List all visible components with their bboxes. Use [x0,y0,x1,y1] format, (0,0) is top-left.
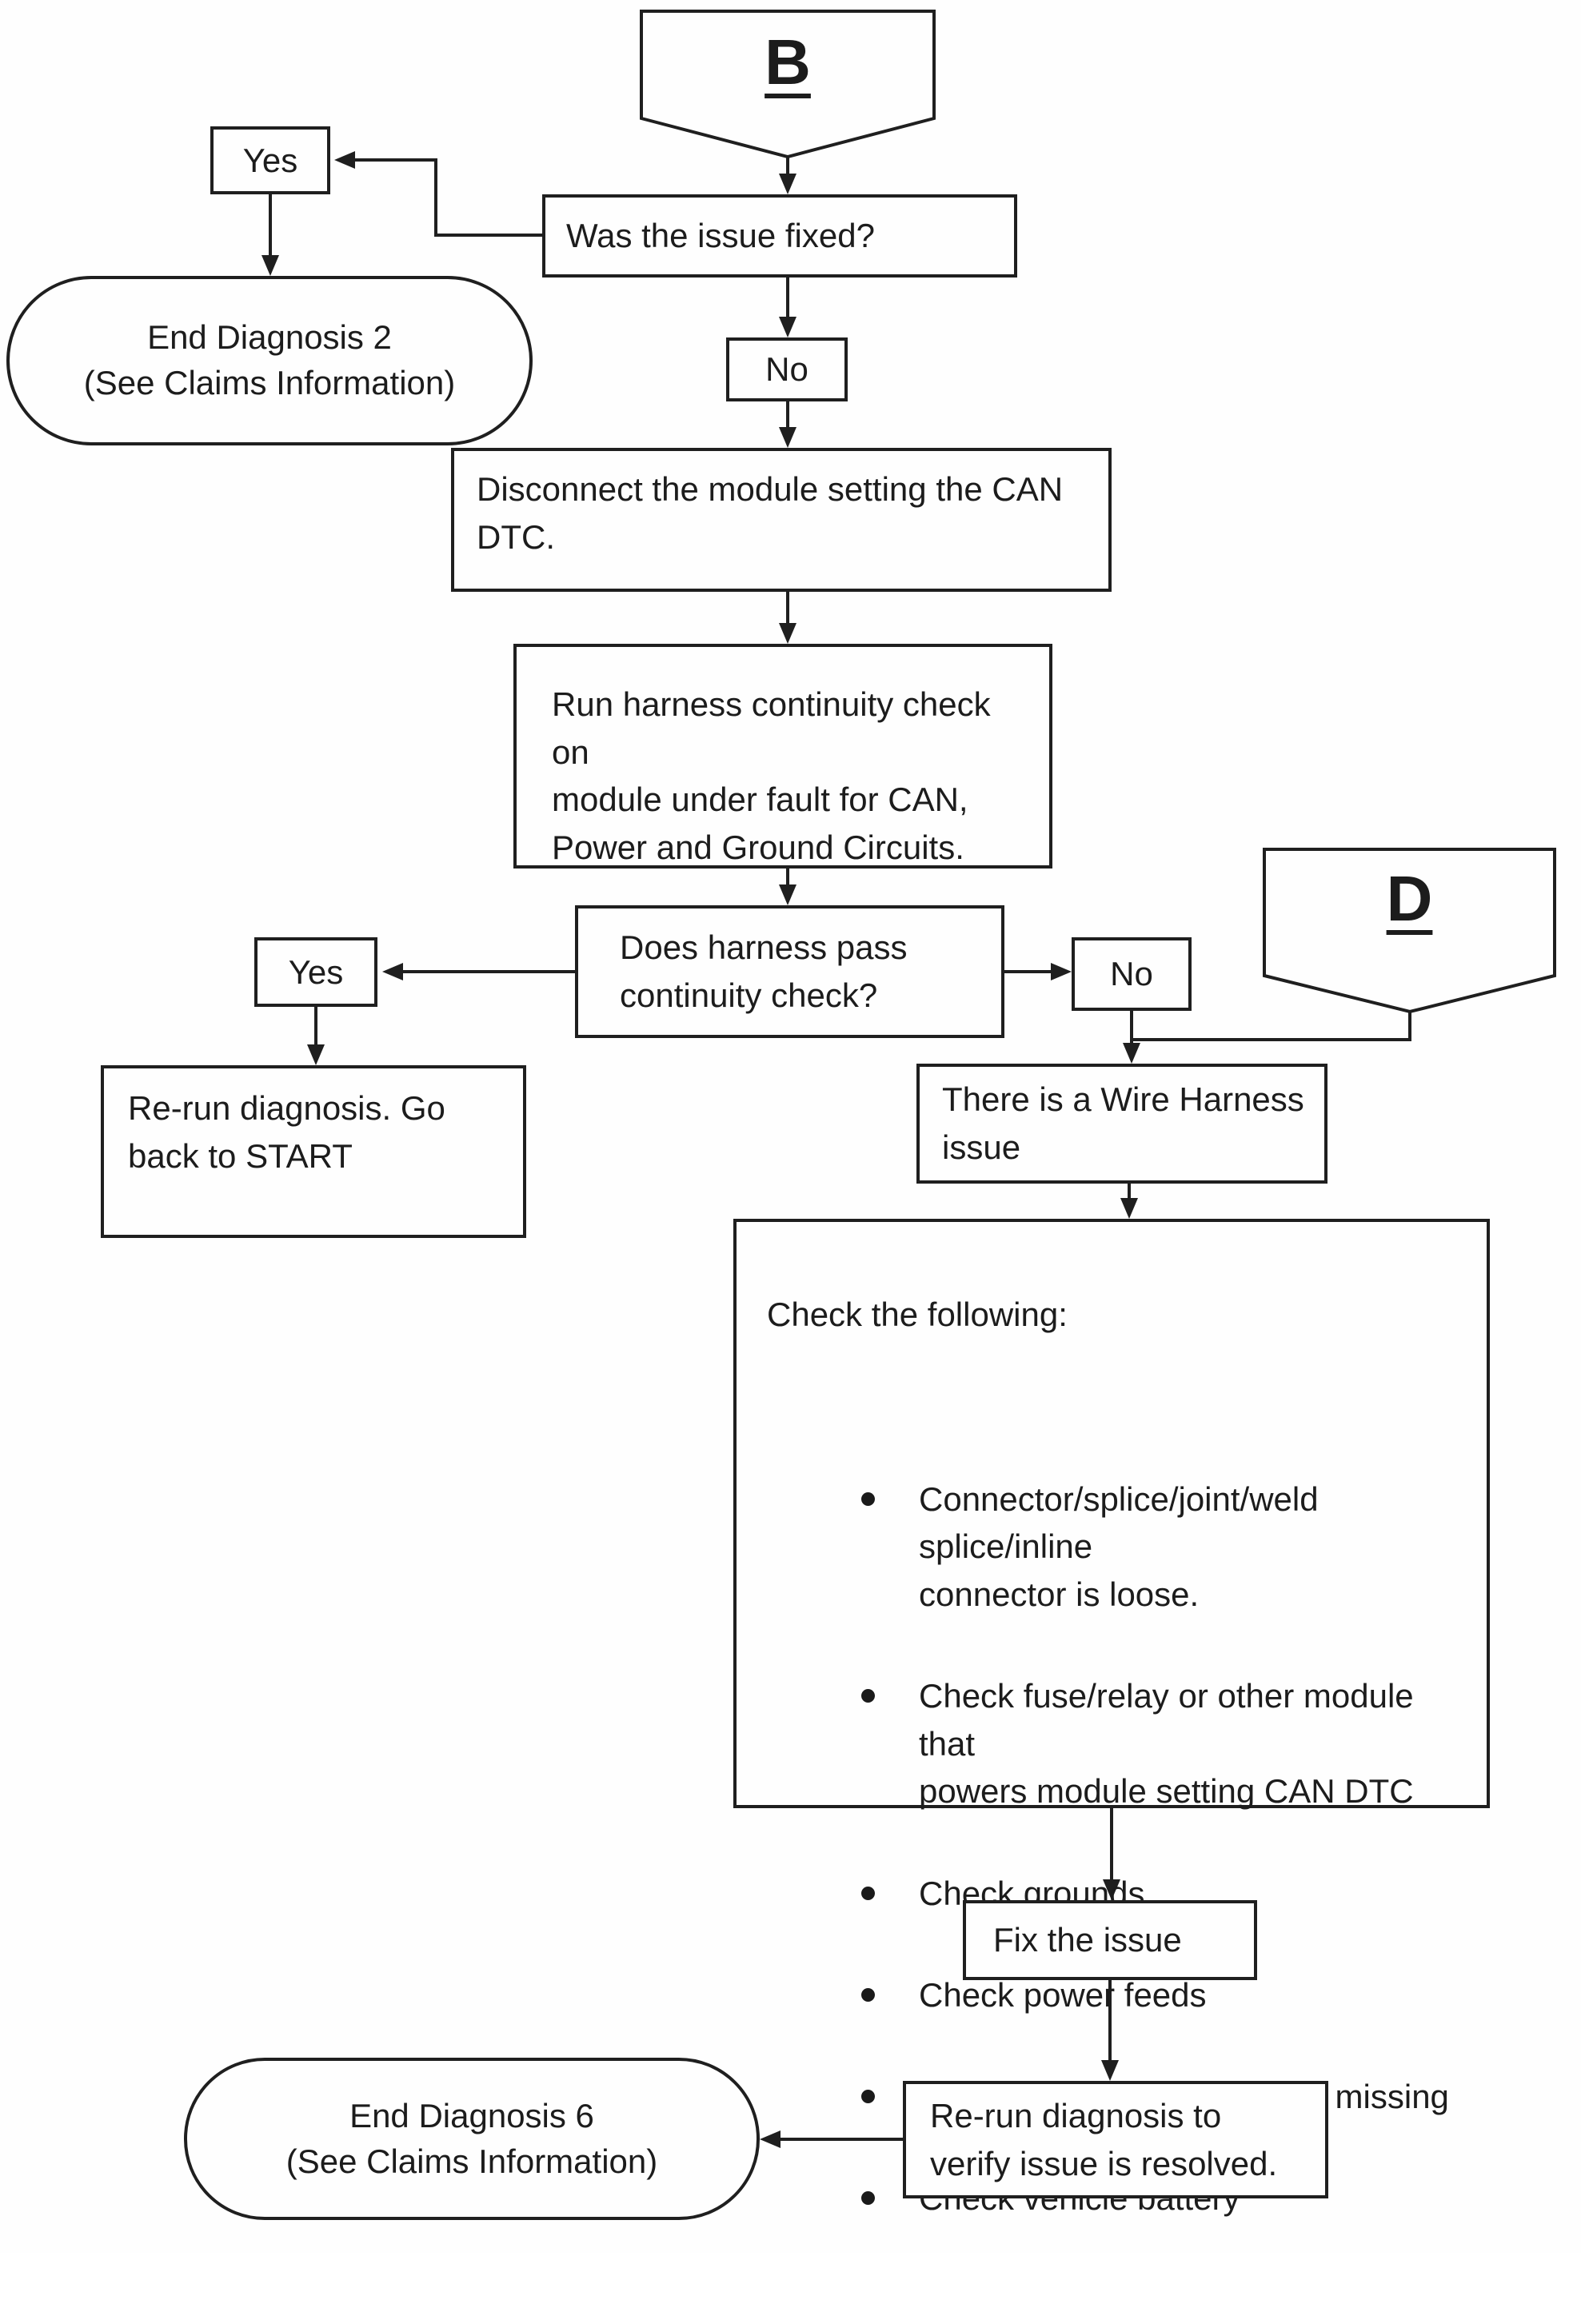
terminator-line1: End Diagnosis 2 [147,318,392,357]
arrowhead [779,623,796,644]
process-wire-harness-issue: There is a Wire Harness issue [916,1064,1327,1184]
check-list-title: Check the following: [767,1295,1068,1333]
flowchart-canvas: B D Was the issue fixed? Yes End Diagnos… [6,10,1556,2220]
decision-harness-pass: Does harness pass continuity check? [575,905,1004,1038]
label-no-top: No [726,337,848,401]
terminator-line1: End Diagnosis 6 [349,2096,594,2134]
arrowhead [1101,2060,1119,2081]
process-run-harness-check: Run harness continuity check on module u… [513,644,1052,869]
label-yes-top: Yes [210,126,330,194]
arrowhead [779,174,796,194]
process-check-the-following: Check the following: Connector/splice/jo… [733,1219,1490,2217]
arrowhead [779,427,796,448]
offpage-connector-d-label: D [1386,863,1433,934]
arrowhead [307,1044,325,1065]
process-disconnect-module: Disconnect the module setting the CAN DT… [451,448,1112,592]
arrowhead [262,255,279,276]
terminator-line2: (See Claims Information) [83,364,456,401]
process-fix-the-issue: Fix the issue [963,1900,1257,1980]
elbow-d-to-junction [1130,1012,1411,1041]
arrowhead [1103,1879,1120,1900]
terminator-end-diagnosis-6: End Diagnosis 6 (See Claims Information) [184,2058,760,2220]
arrowhead [1051,963,1072,980]
decision-was-issue-fixed: Was the issue fixed? [542,194,1017,278]
process-rerun-go-to-start: Re-run diagnosis. Go back to START [101,1065,526,1238]
arrowhead [779,884,796,905]
check-list-item: Connector/splice/joint/weld splice/inlin… [856,1475,1463,1619]
arrowhead [779,317,796,337]
offpage-connector-b-shape [640,10,936,159]
arrowhead [1120,1198,1138,1219]
label-no-mid: No [1072,937,1192,1011]
arrowhead [382,963,403,980]
terminator-line2: (See Claims Information) [285,2142,658,2180]
elbow-was-to-yes [353,158,542,237]
flowchart-connectors [262,10,1556,2148]
terminator-end-diagnosis-2: End Diagnosis 2 (See Claims Information) [6,276,533,445]
process-rerun-verify-resolved: Re-run diagnosis to verify issue is reso… [903,2081,1328,2198]
arrowhead [334,151,355,169]
check-list-item: Check power feeds [856,1971,1463,2019]
offpage-connector-b-label: B [765,26,811,98]
label-yes-mid: Yes [254,937,377,1007]
offpage-connector-d-shape [1263,848,1556,1014]
arrowhead [1123,1043,1140,1064]
arrowhead [760,2130,781,2148]
check-list-item: Check fuse/relay or other module that po… [856,1672,1463,1815]
